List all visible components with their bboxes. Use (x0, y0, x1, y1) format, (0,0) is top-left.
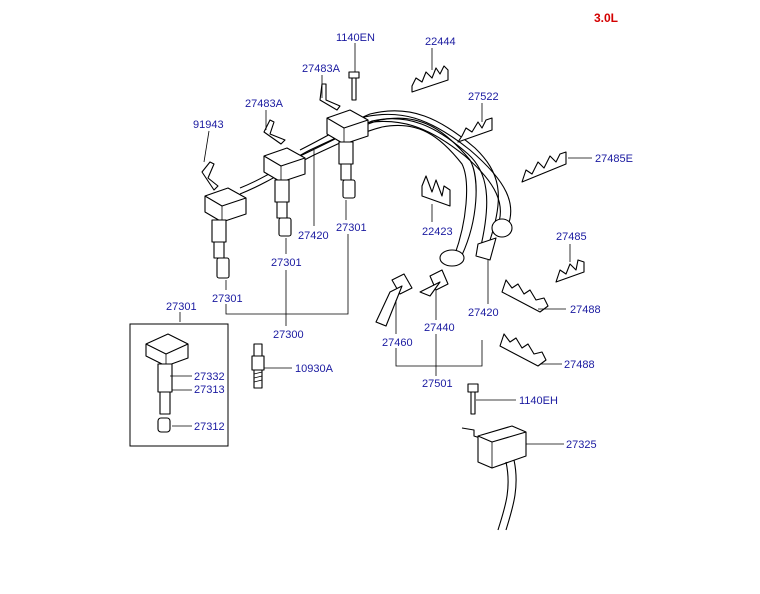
callout-27485: 27485 (556, 231, 587, 243)
callout-10930a: 10930A (295, 363, 334, 375)
callout-27485e: 27485E (595, 153, 633, 165)
spark-plug-10930a (251, 343, 265, 389)
callout-27483a-top: 27483A (302, 63, 341, 75)
bolt-1140en (348, 71, 360, 101)
detail-box (129, 323, 229, 447)
callout-27420-left: 27420 (298, 230, 329, 242)
callout-27460: 27460 (382, 337, 413, 349)
sensor-27325 (461, 425, 527, 531)
callout-27420-right: 27420 (468, 307, 499, 319)
callout-1140eh: 1140EH (519, 395, 558, 407)
wire-holder-22423 (421, 175, 451, 207)
wire-holder-27485 (555, 259, 585, 283)
ignition-coil-2 (263, 147, 306, 237)
callout-27313: 27313 (194, 384, 225, 396)
wire-holder-22444 (411, 65, 449, 93)
clip-27483a-top (319, 83, 341, 111)
callout-27301-left: 27301 (212, 293, 243, 305)
ignition-coil-1 (204, 187, 247, 279)
callout-27488-top: 27488 (570, 304, 601, 316)
wire-holder-27522 (457, 117, 493, 143)
clip-91943 (201, 161, 219, 191)
wire-holder-27488-top (501, 279, 549, 313)
detail-coil (145, 333, 189, 433)
callout-27522: 27522 (468, 91, 499, 103)
callout-1140en: 1140EN (336, 32, 375, 44)
plug-boot-27440 (419, 249, 465, 297)
callout-27332: 27332 (194, 371, 225, 383)
plug-boot-27420 (475, 218, 513, 261)
callout-27312: 27312 (194, 421, 225, 433)
callout-91943: 91943 (193, 119, 224, 131)
clip-27483a-mid (263, 119, 286, 145)
plug-boot-27460 (375, 273, 413, 327)
engine-label: 3.0L (594, 11, 618, 25)
callout-27501: 27501 (422, 378, 453, 390)
leader-lines (170, 43, 592, 445)
callout-22423: 22423 (422, 226, 453, 238)
callout-27325: 27325 (566, 439, 597, 451)
callout-27483a-mid: 27483A (245, 98, 284, 110)
wire-holder-27485e (521, 151, 567, 183)
callout-27488-bottom: 27488 (564, 359, 595, 371)
ignition-coil-3 (326, 109, 369, 199)
wire-holder-27488-bottom (499, 333, 547, 367)
callout-27301-right: 27301 (336, 222, 367, 234)
callout-27440: 27440 (424, 322, 455, 334)
callout-22444: 22444 (425, 36, 456, 48)
callout-27301-mid: 27301 (271, 257, 302, 269)
bolt-1140eh (467, 383, 479, 415)
callout-27301-box: 27301 (166, 301, 197, 313)
callout-27300: 27300 (273, 329, 304, 341)
